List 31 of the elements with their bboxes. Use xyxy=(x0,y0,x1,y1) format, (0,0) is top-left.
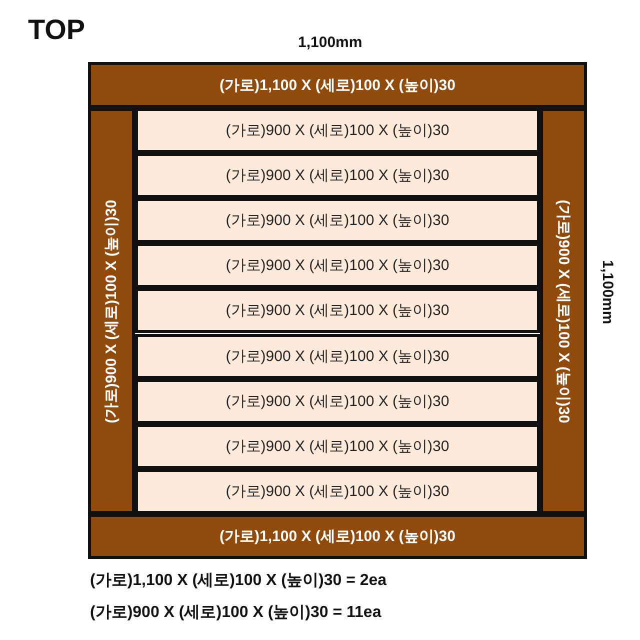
quantity-note: (가로)1,100 X (세로)100 X (높이)30 = 2ea xyxy=(90,571,387,591)
frame-board xyxy=(88,108,135,514)
slat-board xyxy=(135,468,540,514)
board-label: (가로)900 X (세로)100 X (높이)30 xyxy=(226,256,450,276)
board-label: (가로)900 X (세로)100 X (높이)30 xyxy=(226,436,450,456)
slat-board xyxy=(135,334,540,378)
slat-board xyxy=(135,288,540,334)
frame-board xyxy=(88,514,587,559)
slat-board xyxy=(135,108,540,153)
board-label: (가로)900 X (세로)100 X (높이)30 xyxy=(226,301,450,320)
quantity-note: (가로)900 X (세로)100 X (높이)30 = 11ea xyxy=(90,603,382,623)
board-label: (가로)900 X (세로)100 X (높이)30 xyxy=(226,166,450,186)
frame-board xyxy=(540,108,587,514)
board-label: (가로)900 X (세로)100 X (높이)30 xyxy=(226,392,450,411)
slat-board xyxy=(135,378,540,424)
board-label: (가로)900 X (세로)100 X (높이)30 xyxy=(554,199,573,423)
slat-board xyxy=(135,243,540,288)
frame-board xyxy=(88,62,587,108)
slat-board xyxy=(135,424,540,469)
dimension-label: 1,100mm xyxy=(298,34,362,51)
board-label: (가로)1,100 X (세로)100 X (높이)30 xyxy=(220,527,456,546)
board-label: (가로)900 X (세로)100 X (높이)30 xyxy=(226,482,450,501)
slat-board xyxy=(135,153,540,198)
title: TOP xyxy=(28,14,86,46)
board-label: (가로)900 X (세로)100 X (높이)30 xyxy=(226,211,450,230)
slat-board xyxy=(135,198,540,244)
board-label: (가로)900 X (세로)100 X (높이)30 xyxy=(226,346,450,366)
board-label: (가로)1,100 X (세로)100 X (높이)30 xyxy=(220,76,456,94)
dimension-label: 1,100mm xyxy=(599,260,616,324)
board-label: (가로)900 X (세로)100 X (높이)30 xyxy=(102,199,121,423)
board-label: (가로)900 X (세로)100 X (높이)30 xyxy=(226,121,450,140)
